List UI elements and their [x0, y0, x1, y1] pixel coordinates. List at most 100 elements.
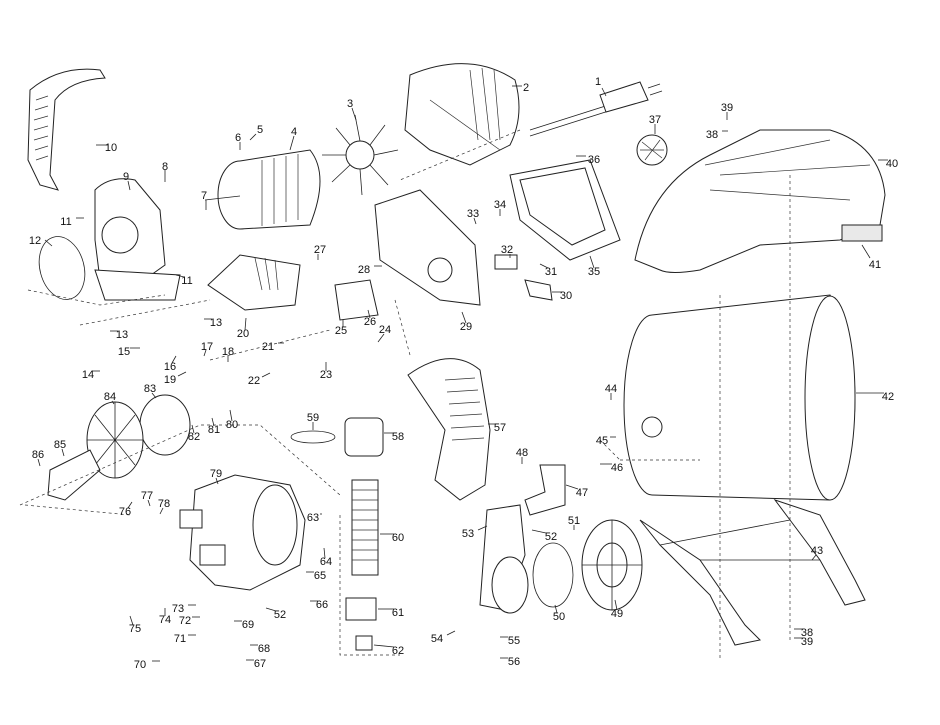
part-30 — [524, 279, 553, 301]
part-fan-cover — [27, 68, 106, 191]
part-tank — [623, 294, 856, 501]
callout-label-11b: 11 — [181, 275, 192, 287]
leader-line-3 — [351, 107, 357, 121]
callout-label-81: 81 — [208, 424, 220, 436]
part-frame — [334, 189, 481, 321]
callout-label-46: 46 — [611, 462, 623, 474]
callout-label-17: 17 — [201, 341, 213, 353]
leader-line-64 — [323, 547, 326, 559]
leader-line-5 — [249, 133, 257, 141]
callout-label-63: 63 — [307, 512, 319, 524]
callout-label-77: 77 — [141, 490, 153, 502]
part-base-stand — [639, 499, 866, 646]
part-pump-hood — [404, 63, 520, 166]
leader-line-47 — [565, 484, 579, 490]
callout-label-62: 62 — [392, 645, 404, 657]
callout-label-55: 55 — [508, 635, 520, 647]
callout-label-26: 26 — [364, 316, 376, 328]
leader-line-62 — [373, 644, 395, 648]
callout-label-29: 29 — [460, 321, 472, 333]
callout-label-31: 31 — [545, 266, 557, 278]
callout-label-54: 54 — [431, 633, 443, 645]
callout-label-32: 32 — [501, 244, 513, 256]
leader-line-29 — [461, 311, 467, 324]
callout-label-34: 34 — [494, 199, 506, 211]
leader-line-20 — [244, 317, 247, 331]
callout-label-14: 14 — [82, 369, 94, 381]
callout-label-60: 60 — [392, 532, 404, 544]
assembly-lines — [19, 129, 791, 660]
callout-label-53: 53 — [462, 528, 474, 540]
callout-label-45: 45 — [596, 435, 608, 447]
callout-label-3: 3 — [347, 98, 353, 110]
callout-label-57: 57 — [494, 422, 506, 434]
leader-line-50 — [554, 604, 558, 614]
callout-label-21: 21 — [262, 341, 274, 353]
part-impeller — [86, 394, 191, 479]
leader-line-12 — [44, 239, 53, 247]
callout-label-42: 42 — [882, 391, 894, 403]
callout-label-19: 19 — [164, 374, 176, 386]
callout-label-39a: 39 — [721, 102, 733, 114]
callout-label-67: 67 — [254, 658, 266, 670]
callout-label-9: 9 — [123, 171, 129, 183]
leader-line-81 — [211, 417, 215, 427]
callout-label-72: 72 — [179, 615, 191, 627]
leader-line-79 — [215, 477, 219, 485]
callout-label-52a: 52 — [545, 531, 557, 543]
leader-line-11b — [175, 274, 185, 278]
leader-line-82 — [191, 424, 195, 434]
leader-line-26 — [367, 309, 371, 319]
callout-label-52b: 52 — [274, 609, 286, 621]
callout-label-83: 83 — [144, 383, 156, 395]
callout-label-50: 50 — [553, 611, 565, 623]
callout-label-78: 78 — [158, 498, 170, 510]
callout-label-70: 70 — [134, 659, 146, 671]
callout-label-71: 71 — [174, 633, 186, 645]
leader-line-80 — [229, 409, 233, 422]
part-control-box — [509, 159, 621, 261]
leader-line-22 — [261, 372, 271, 378]
callout-label-15: 15 — [118, 346, 130, 358]
callout-label-65: 65 — [314, 570, 326, 582]
leader-line-84 — [111, 400, 115, 405]
callout-label-18: 18 — [222, 346, 234, 358]
leader-line-49 — [614, 599, 618, 611]
part-diffuser — [479, 504, 529, 614]
part-32 — [494, 254, 518, 270]
part-top-cover — [634, 129, 886, 273]
callout-label-69: 69 — [242, 619, 254, 631]
part-pump-housing — [94, 178, 181, 301]
callout-label-1: 1 — [595, 76, 601, 88]
part-pump-body — [179, 474, 306, 591]
leader-line-86 — [37, 458, 41, 467]
leader-line-35 — [589, 255, 595, 269]
callout-label-13a: 13 — [116, 329, 128, 341]
callout-label-11a: 11 — [60, 216, 71, 228]
callout-label-38b: 38 — [801, 627, 813, 639]
callout-label-12: 12 — [29, 235, 41, 247]
callout-label-49: 49 — [611, 608, 623, 620]
callout-label-6: 6 — [235, 132, 241, 144]
leader-line-76 — [127, 501, 133, 509]
part-o-ring-59 — [290, 430, 336, 444]
callout-label-13b: 13 — [210, 317, 222, 329]
callout-label-27: 27 — [314, 244, 326, 256]
callout-label-4: 4 — [291, 126, 297, 138]
part-fan — [322, 114, 399, 196]
callout-label-47: 47 — [576, 487, 588, 499]
leader-line-52a — [531, 529, 547, 534]
leader-line-16 — [171, 355, 177, 364]
callout-label-61: 61 — [392, 607, 404, 619]
callout-label-82: 82 — [188, 431, 200, 443]
callout-label-76: 76 — [119, 506, 131, 518]
callout-label-44: 44 — [605, 383, 617, 395]
leader-line-78 — [159, 507, 164, 515]
callout-label-43: 43 — [811, 545, 823, 557]
leader-line-85 — [61, 448, 65, 457]
leader-line-19 — [177, 371, 187, 377]
leader-line-41 — [861, 244, 871, 259]
callout-label-59: 59 — [307, 412, 319, 424]
callout-label-75: 75 — [129, 623, 141, 635]
callout-label-80: 80 — [226, 419, 238, 431]
